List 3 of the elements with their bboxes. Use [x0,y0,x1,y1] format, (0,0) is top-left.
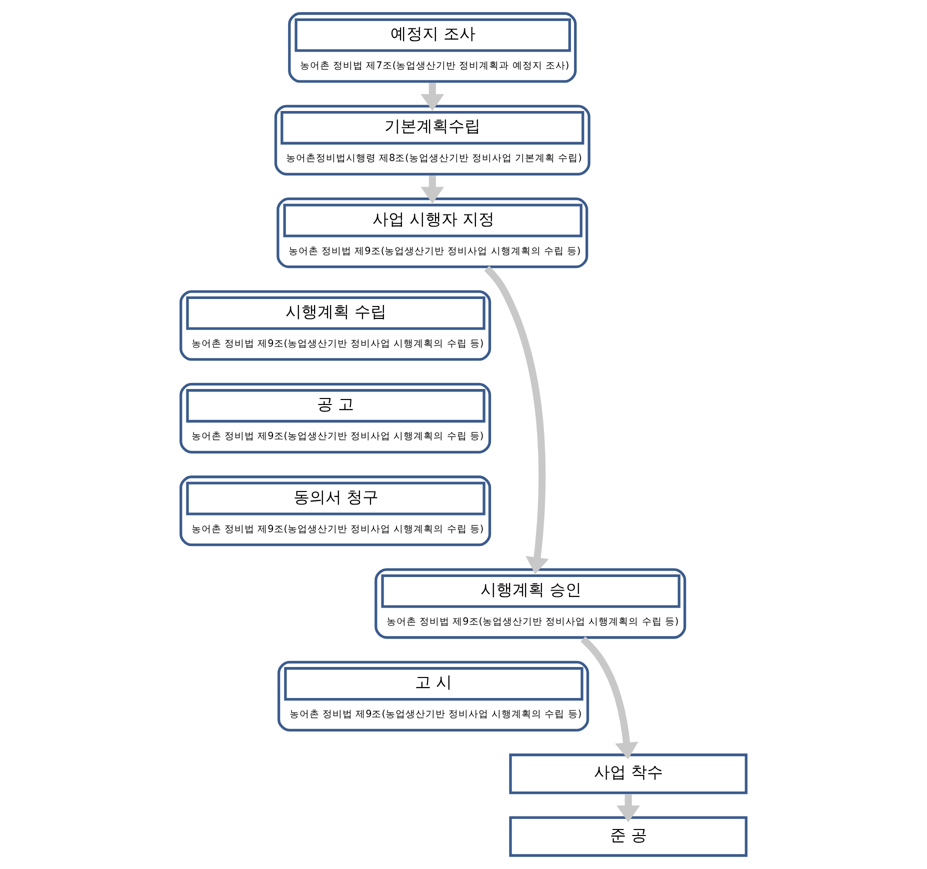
arrow [420,83,444,111]
arrow [616,794,640,822]
arrow [420,176,444,204]
